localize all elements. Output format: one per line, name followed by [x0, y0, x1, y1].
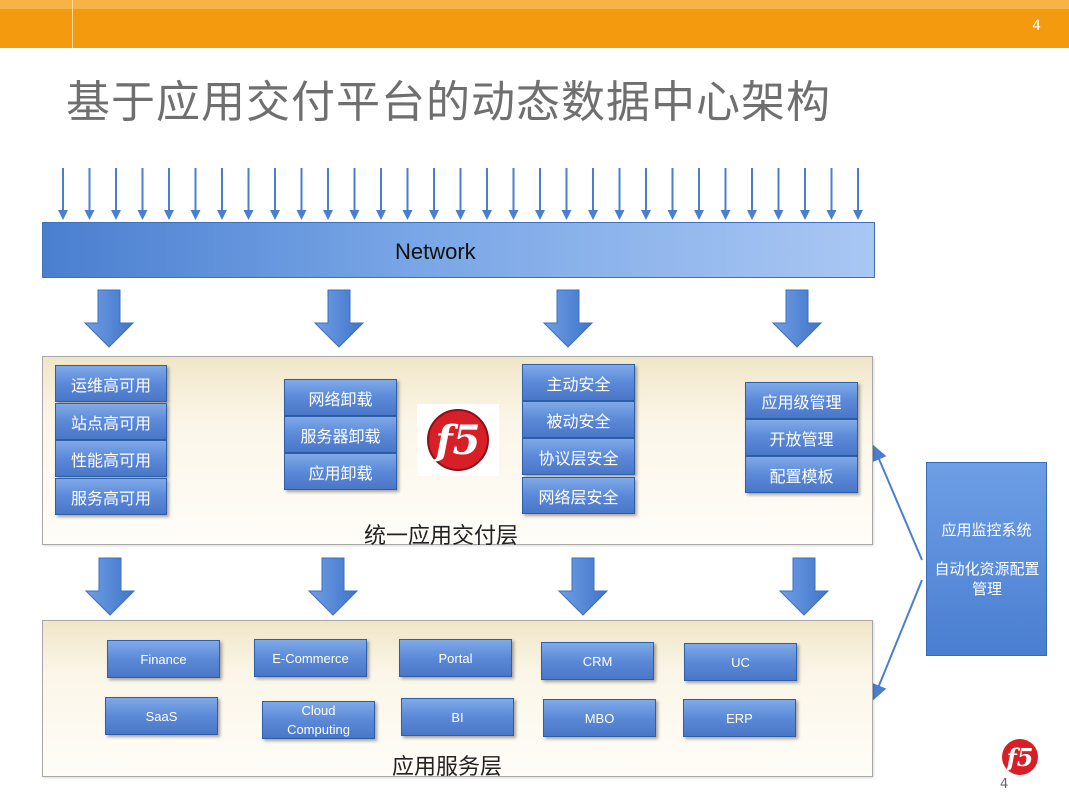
availability-box-2: 性能高可用 — [55, 440, 167, 477]
side-arrow-down — [871, 579, 923, 701]
service-box-saas: SaaS — [105, 697, 218, 735]
traffic-arrow-head — [270, 210, 280, 220]
traffic-arrow-head — [482, 210, 492, 220]
security-box-3: 网络层安全 — [522, 477, 635, 514]
traffic-arrow-head — [137, 210, 148, 220]
top-banner-divider — [72, 0, 73, 48]
offload-box-0: 网络卸载 — [284, 379, 397, 416]
service-layer-label: 应用服务层 — [392, 755, 503, 780]
slide-title: 基于应用交付平台的动态数据中心架构 — [66, 77, 831, 128]
traffic-arrow-head — [190, 210, 201, 220]
top-banner: 4 — [0, 0, 1069, 48]
availability-box-1: 站点高可用 — [55, 403, 167, 440]
traffic-arrow-head — [853, 210, 863, 220]
incoming-traffic-arrows — [58, 168, 863, 220]
traffic-arrow-head — [588, 210, 598, 220]
management-box-2: 配置模板 — [745, 456, 858, 493]
traffic-arrow-head — [84, 210, 95, 220]
service-box-cloud-computing: Cloud Computing — [262, 701, 375, 739]
security-box-1: 被动安全 — [522, 401, 635, 438]
side-panel-automation: 自动化资源配置管理 — [934, 560, 1040, 598]
page-number-top: 4 — [1032, 18, 1041, 34]
f5-logo-footer: f5 — [998, 737, 1048, 781]
security-box-0: 主动安全 — [522, 364, 635, 401]
flow-arrow — [778, 557, 830, 616]
traffic-arrow-head — [720, 210, 731, 220]
f5-logo-footer-text: f5 — [1004, 743, 1033, 772]
availability-box-0: 运维高可用 — [55, 365, 167, 402]
traffic-arrow-head — [349, 210, 360, 220]
management-box-1: 开放管理 — [745, 419, 858, 456]
service-box-uc: UC — [684, 643, 797, 681]
traffic-arrow-head — [508, 210, 519, 220]
traffic-arrow-head — [164, 210, 174, 220]
f5-logo: f5 — [417, 404, 499, 476]
service-box-finance: Finance — [107, 640, 220, 678]
traffic-arrow-head — [217, 210, 227, 220]
flow-arrows — [83, 289, 830, 616]
side-panel-monitoring: 应用监控系统 — [941, 521, 1032, 539]
security-box-2: 协议层安全 — [522, 438, 635, 475]
top-banner-strip — [0, 0, 1069, 9]
traffic-arrow-head — [429, 210, 439, 220]
service-box-bi: BI — [401, 698, 514, 736]
flow-arrow — [84, 557, 136, 616]
traffic-arrow-head — [402, 210, 413, 220]
page-number-bottom: 4 — [1000, 777, 1009, 792]
flow-arrow — [557, 557, 609, 616]
offload-box-2: 应用卸载 — [284, 453, 397, 490]
service-box-portal: Portal — [399, 639, 512, 677]
traffic-arrow-head — [614, 210, 625, 220]
traffic-arrow-head — [826, 210, 837, 220]
traffic-arrow-head — [455, 210, 466, 220]
traffic-arrow-head — [667, 210, 678, 220]
traffic-arrow-head — [800, 210, 810, 220]
traffic-arrow-head — [694, 210, 704, 220]
service-box-ecommerce: E-Commerce — [254, 639, 367, 677]
service-box-crm: CRM — [541, 642, 654, 680]
traffic-arrow-head — [535, 210, 545, 220]
traffic-arrow-head — [561, 210, 572, 220]
side-arrow-up — [871, 444, 923, 561]
availability-box-3: 服务高可用 — [55, 478, 167, 515]
traffic-arrow-head — [58, 210, 68, 220]
network-bar: Network — [42, 222, 875, 278]
service-box-erp: ERP — [683, 699, 796, 737]
traffic-arrow-head — [773, 210, 784, 220]
flow-arrow — [83, 289, 135, 348]
delivery-layer-label: 统一应用交付层 — [364, 524, 519, 549]
flow-arrow — [313, 289, 365, 348]
traffic-arrow-head — [111, 210, 121, 220]
traffic-arrow-head — [747, 210, 757, 220]
flow-arrow — [542, 289, 594, 348]
offload-box-1: 服务器卸载 — [284, 416, 397, 453]
flow-arrow — [307, 557, 359, 616]
side-management-panel: 应用监控系统 自动化资源配置管理 — [926, 462, 1047, 656]
f5-logo-text: f5 — [432, 417, 480, 464]
network-label: Network — [395, 239, 476, 264]
service-box-mbo: MBO — [543, 699, 656, 737]
traffic-arrow-head — [243, 210, 254, 220]
traffic-arrow-head — [641, 210, 651, 220]
traffic-arrow-head — [376, 210, 386, 220]
flow-arrow — [771, 289, 823, 348]
management-box-0: 应用级管理 — [745, 382, 858, 419]
traffic-arrow-head — [296, 210, 307, 220]
traffic-arrow-head — [323, 210, 333, 220]
